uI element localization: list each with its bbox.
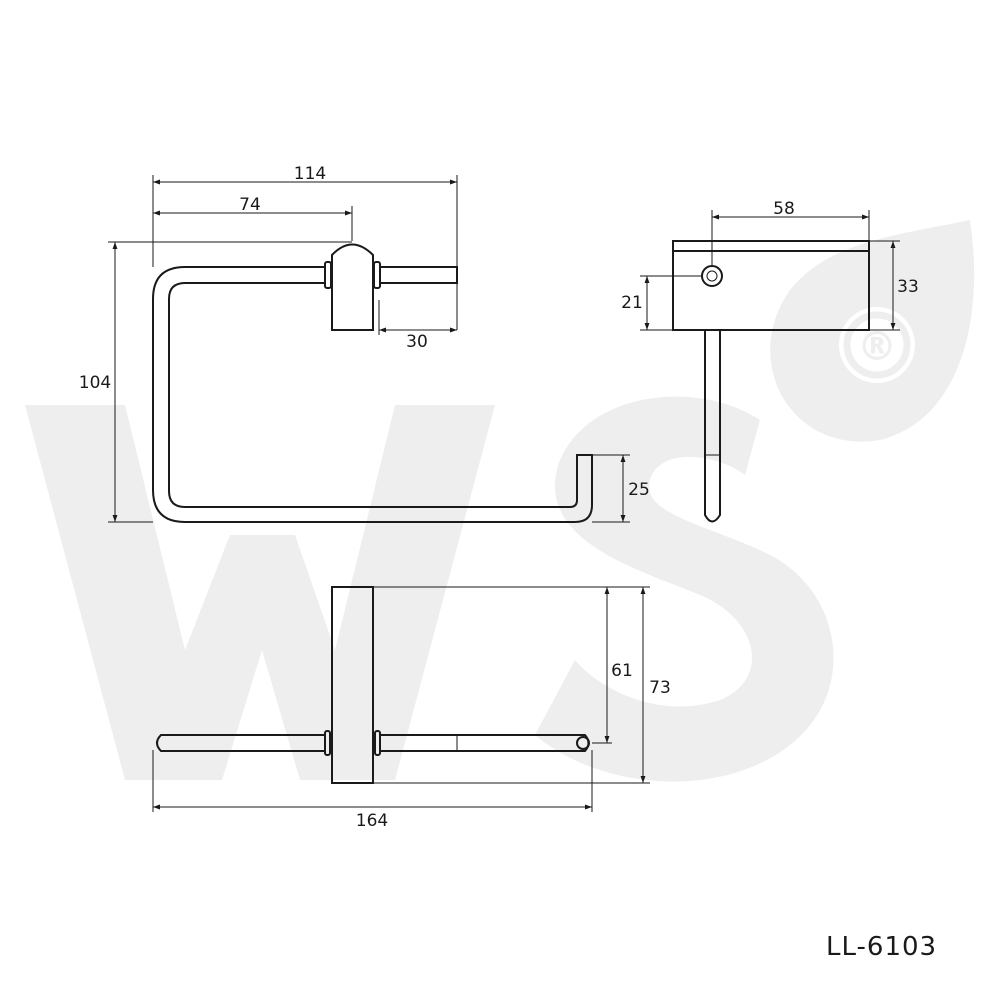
rod-left	[156, 734, 325, 752]
side-view: 58 33 21	[621, 199, 919, 523]
registered-mark: ®	[857, 324, 897, 370]
dim-label-114: 114	[294, 164, 326, 184]
dim-label-58: 58	[773, 199, 795, 219]
bar-section-circle	[701, 265, 723, 287]
flange-right	[373, 261, 381, 289]
rod-end-circle	[576, 736, 590, 750]
front-view: 114 74 30 104 25	[79, 164, 650, 523]
bar-right	[379, 266, 458, 284]
dim-label-104: 104	[79, 373, 111, 393]
flange-left	[324, 261, 332, 289]
dim-label-33: 33	[897, 277, 919, 297]
dim-label-73: 73	[649, 678, 671, 698]
dim-label-25: 25	[628, 480, 650, 500]
model-number: LL-6103	[826, 932, 938, 962]
dim-label-21: 21	[621, 293, 643, 313]
mount-block-top	[331, 586, 374, 784]
dim-label-164: 164	[356, 811, 388, 831]
mount-plate	[672, 240, 870, 331]
ring-outer	[152, 266, 593, 523]
dim-label-61: 61	[611, 661, 633, 681]
watermark-logo: ®	[25, 220, 975, 782]
dim-label-74: 74	[239, 195, 261, 215]
side-rod	[704, 330, 721, 523]
dim-label-30: 30	[406, 332, 428, 352]
top-view: 61 73 164	[152, 586, 671, 831]
mount-block	[331, 243, 374, 331]
